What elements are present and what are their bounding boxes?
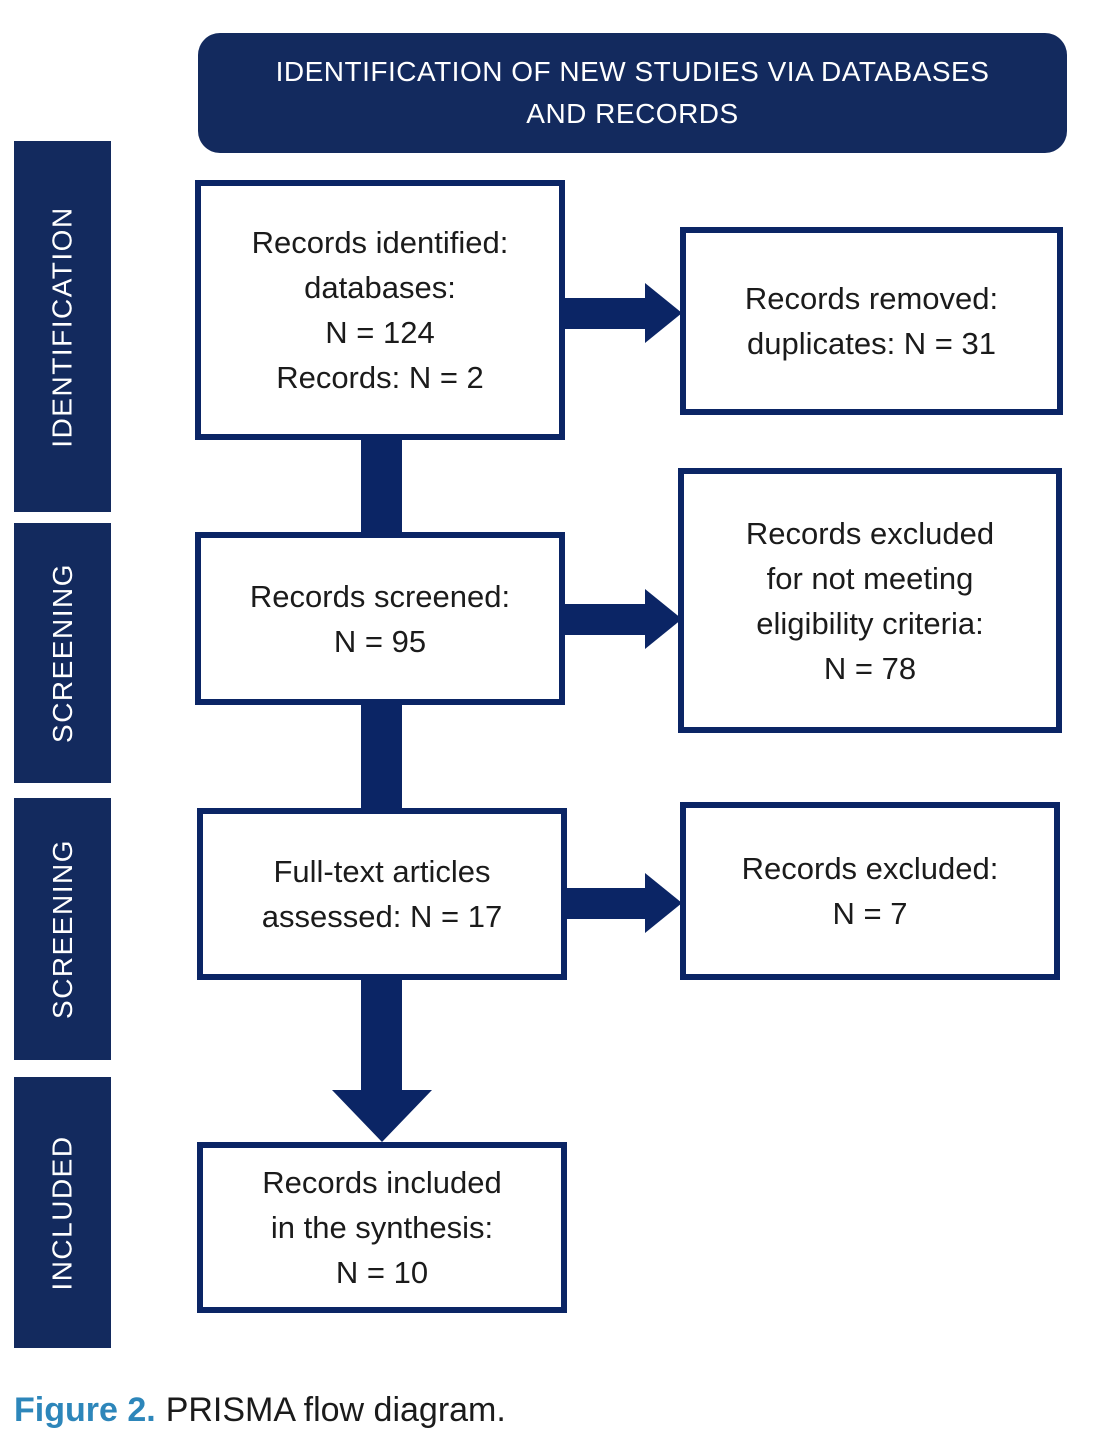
connector-down-3-shaft [361, 977, 402, 1090]
caption-label: Figure 2. [14, 1391, 156, 1429]
stage-label-text: IDENTIFICATION [46, 205, 78, 448]
stage-label-text: SCREENING [46, 839, 78, 1019]
box-line: N = 95 [333, 623, 427, 659]
arrow-right-3-shaft [564, 888, 647, 919]
box-line: Records removed: [744, 281, 999, 316]
box-line: Records excluded [745, 515, 995, 551]
stage-label-identification: IDENTIFICATION [14, 141, 111, 512]
stage-label-included: INCLUDED [14, 1077, 111, 1348]
exclusion-box-duplicates-removed: Records removed: duplicates: N = 31 [680, 227, 1063, 415]
banner-line-1: IDENTIFICATION OF NEW STUDIES VIA DATABA… [275, 56, 990, 87]
stage-label-text: SCREENING [46, 563, 78, 743]
box-line: duplicates: N = 31 [746, 326, 996, 361]
arrow-right-icon [645, 283, 682, 343]
connector-down-2 [361, 702, 402, 812]
box-line: assessed: N = 17 [261, 899, 503, 934]
arrow-right-icon [645, 589, 682, 649]
arrow-right-icon [645, 873, 682, 933]
box-line: Full-text articles [273, 854, 491, 889]
box-line: databases: [304, 270, 456, 305]
arrow-right-1-shaft [562, 298, 647, 329]
box-line: N = 7 [832, 896, 908, 931]
caption-text: PRISMA flow diagram. [165, 1391, 506, 1429]
box-line: Records included [262, 1165, 502, 1200]
exclusion-box-eligibility-criteria: Records excluded for not meeting eligibi… [678, 468, 1062, 733]
exclusion-box-records-excluded: Records excluded: N = 7 [680, 802, 1060, 980]
flow-box-records-screened: Records screened: N = 95 [195, 532, 565, 705]
stage-label-screening-1: SCREENING [14, 523, 111, 783]
banner-identification-of-new-studies: IDENTIFICATION OF NEW STUDIES VIA DATABA… [198, 33, 1067, 153]
box-line: eligibility criteria: [756, 605, 984, 641]
box-line: Records screened: [249, 578, 511, 614]
arrow-down-icon [332, 1090, 432, 1142]
stage-label-text: INCLUDED [46, 1134, 78, 1291]
box-line: Records: N = 2 [276, 360, 484, 395]
figure-caption: Figure 2.PRISMA flow diagram. [14, 1388, 506, 1432]
flow-box-records-identified: Records identified: databases: N = 124 R… [195, 180, 565, 440]
arrow-right-2-shaft [562, 604, 647, 635]
banner-line-2: AND RECORDS [526, 98, 739, 129]
stage-label-screening-2: SCREENING [14, 798, 111, 1060]
connector-down-1 [361, 437, 402, 537]
box-line: Records excluded: [741, 851, 999, 886]
box-line: N = 10 [335, 1255, 429, 1290]
box-line: Records identified: [251, 225, 509, 260]
box-line: N = 78 [823, 650, 917, 686]
box-line: for not meeting [766, 560, 974, 596]
flow-box-records-included: Records included in the synthesis: N = 1… [197, 1142, 567, 1313]
box-line: N = 124 [325, 315, 435, 350]
box-line: in the synthesis: [270, 1210, 494, 1245]
flow-box-fulltext-assessed: Full-text articles assessed: N = 17 [197, 808, 567, 980]
